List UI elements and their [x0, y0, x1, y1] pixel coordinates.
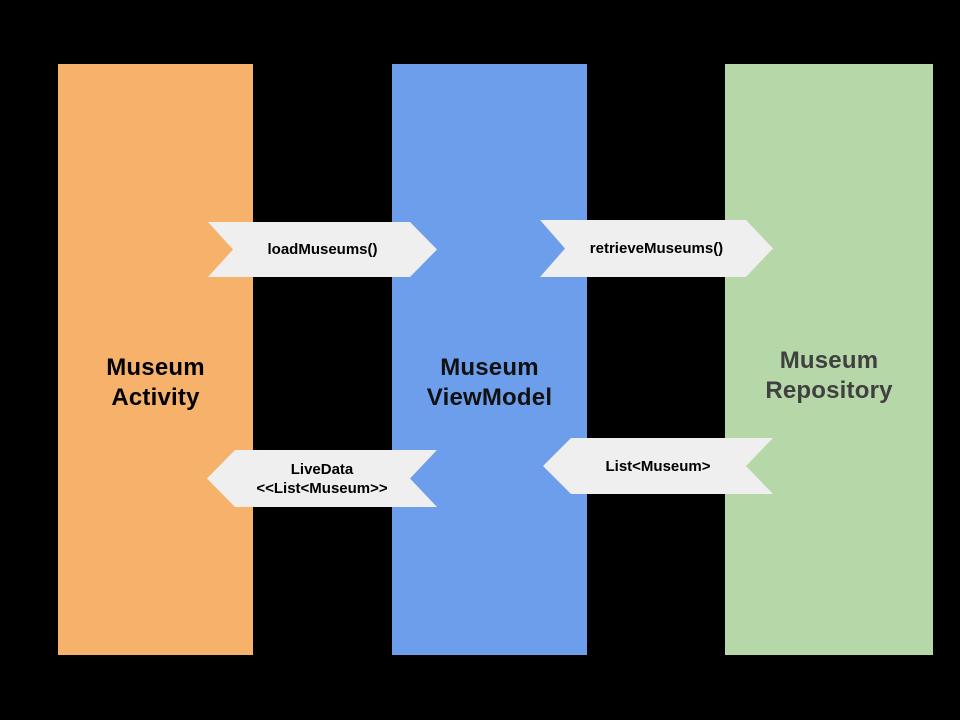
arrow-list-museum: List<Museum>	[543, 438, 773, 494]
label-line: LiveData	[290, 460, 354, 478]
label-line: Activity	[111, 383, 200, 411]
label-line: Museum	[106, 353, 205, 381]
column-museum-viewmodel-label: Museum ViewModel	[427, 353, 552, 413]
arrow-livedata-list-museum: LiveData <<List<Museum>>	[207, 450, 437, 507]
arrow-retrieve-museums: retrieveMuseums()	[540, 220, 773, 277]
column-museum-activity-label: Museum Activity	[106, 353, 205, 413]
column-museum-repository-label: Museum Repository	[765, 346, 892, 406]
column-museum-repository: Museum Repository	[725, 64, 933, 655]
label-line: Museum	[440, 353, 539, 381]
arrow-livedata-list-museum-label: LiveData <<List<Museum>>	[256, 460, 387, 498]
label-line: ViewModel	[426, 383, 553, 411]
arrow-retrieve-museums-label: retrieveMuseums()	[589, 240, 724, 257]
label-line: <<List<Museum>>	[256, 479, 388, 497]
arrow-list-museum-label: List<Museum>	[605, 457, 711, 475]
arrow-load-museums: loadMuseums()	[208, 222, 437, 277]
arrow-load-museums-label: loadMuseums()	[267, 241, 378, 258]
column-museum-activity: Museum Activity	[58, 64, 253, 655]
label-line: Museum	[779, 346, 879, 374]
column-museum-viewmodel: Museum ViewModel	[392, 64, 587, 655]
label-line: Repository	[765, 376, 893, 404]
